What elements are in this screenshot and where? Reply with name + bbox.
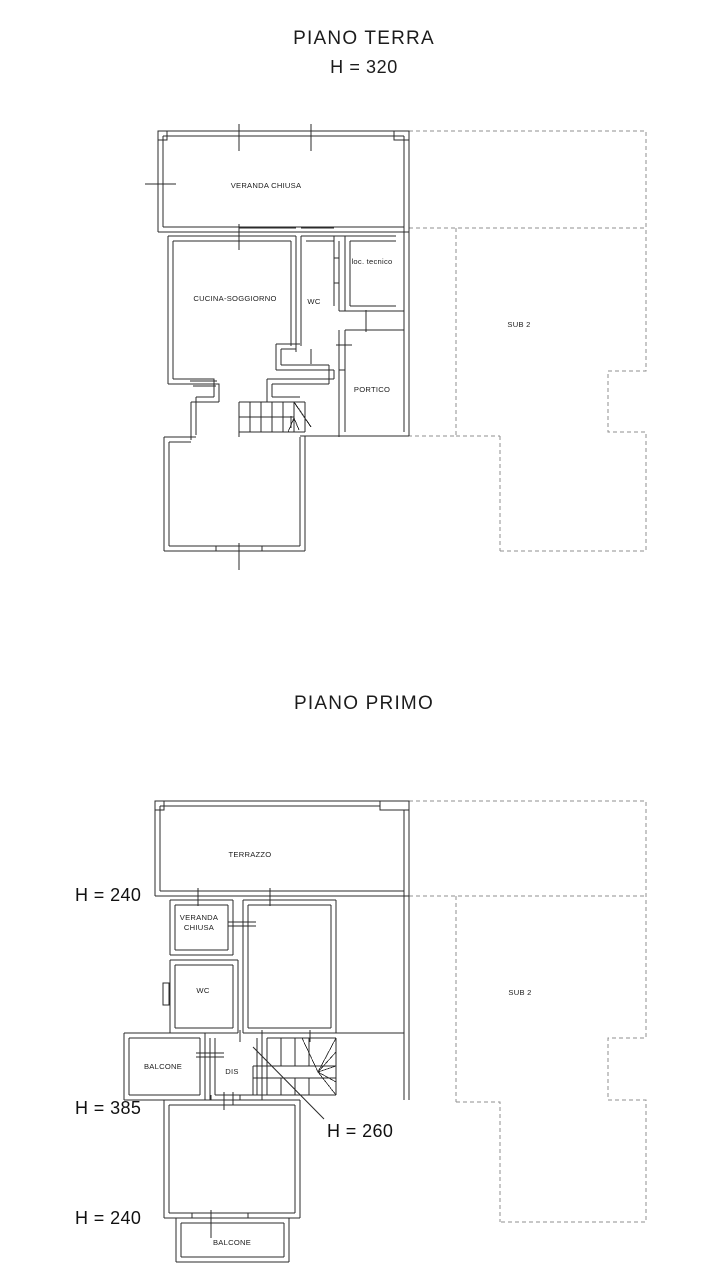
room-label-sub2-ground: SUB 2	[507, 319, 531, 329]
height-label-bottom-240: H = 240	[75, 1208, 142, 1228]
room-label-loc-tecnico: loc. tecnico	[351, 256, 393, 266]
first-floor-title: PIANO PRIMO	[294, 693, 434, 714]
h260-leader-line	[252, 1046, 325, 1120]
room-label-portico: PORTICO	[353, 384, 391, 394]
room-label-terrazzo: TERRAZZO	[228, 849, 272, 859]
room-label-wc-first: WC	[196, 985, 210, 995]
height-label-385: H = 385	[75, 1098, 142, 1118]
room-label-veranda-chiusa-first: VERANDA CHIUSA	[179, 912, 219, 932]
room-label-balcone-left: BALCONE	[143, 1061, 183, 1071]
room-label-veranda-chiusa-ground: VERANDA CHIUSA	[230, 180, 302, 190]
room-label-cucina-soggiorno: CUCINA-SOGGIORNO	[193, 293, 277, 303]
height-label-terrazzo-240: H = 240	[75, 885, 142, 905]
ground-floor-title: PIANO TERRA	[293, 28, 435, 49]
room-label-wc-ground: WC	[307, 296, 321, 306]
height-label-stair-260: H = 260	[327, 1121, 394, 1141]
ground-floor-height-note: H = 320	[330, 57, 398, 77]
room-label-balcone-bottom: BALCONE	[212, 1237, 252, 1247]
room-label-dis: DIS	[225, 1066, 239, 1076]
room-label-sub2-first: SUB 2	[508, 987, 532, 997]
